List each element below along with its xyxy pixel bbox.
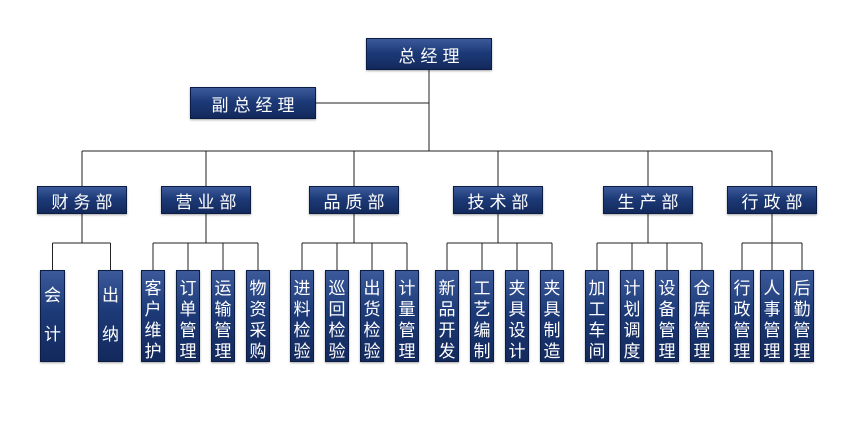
node-deputy-general-manager: 副总经理 [190,87,316,119]
unit-label: 夹具设计 [508,279,526,362]
unit-label: 出货检验 [363,279,381,362]
unit-label: 会计 [44,286,61,345]
unit-node: 行政管理 [730,270,754,362]
unit-node: 订单管理 [176,270,200,362]
department-node: 行政部 [727,186,817,214]
unit-node: 计量管理 [395,270,419,362]
unit-node: 计划调度 [620,270,644,362]
unit-node: 运输管理 [211,270,235,362]
unit-label: 客户维护 [144,279,162,362]
department-node: 生产部 [603,186,693,214]
unit-node: 夹具设计 [505,270,529,362]
unit-node: 设备管理 [655,270,679,362]
unit-label: 计划调度 [623,279,641,362]
unit-label: 进料检验 [293,279,311,362]
node-general-manager-label: 总经理 [398,46,465,67]
unit-node: 新品开发 [435,270,459,362]
department-node: 品质部 [309,186,399,214]
unit-node: 客户维护 [141,270,165,362]
unit-label: 工艺编制 [473,279,491,362]
unit-node: 人事管理 [760,270,784,362]
node-deputy-general-manager-label: 副总经理 [211,95,300,116]
department-label: 技术部 [467,192,534,213]
department-label: 品质部 [323,192,390,213]
unit-node: 巡回检验 [325,270,349,362]
unit-label: 加工车间 [588,279,606,362]
department-label: 行政部 [741,192,808,213]
unit-label: 物资采购 [249,279,267,362]
unit-node: 后勤管理 [790,270,814,362]
unit-label: 仓库管理 [693,279,711,362]
department-node: 财务部 [37,186,127,214]
department-label: 生产部 [617,192,684,213]
unit-label: 行政管理 [733,279,751,362]
unit-label: 新品开发 [438,279,456,362]
unit-node: 仓库管理 [690,270,714,362]
unit-node: 进料检验 [290,270,314,362]
unit-label: 计量管理 [398,279,416,362]
unit-node: 会计 [40,270,65,362]
unit-label: 后勤管理 [793,279,811,362]
unit-label: 夹具制造 [543,279,561,362]
department-node: 营业部 [161,186,251,214]
unit-node: 夹具制造 [540,270,564,362]
unit-node: 出货检验 [360,270,384,362]
unit-label: 订单管理 [179,279,197,362]
department-node: 技术部 [453,186,543,214]
unit-label: 运输管理 [214,279,232,362]
node-general-manager: 总经理 [366,38,492,70]
unit-label: 出纳 [102,286,119,345]
unit-label: 人事管理 [763,279,781,362]
unit-node: 工艺编制 [470,270,494,362]
department-label: 财务部 [51,192,118,213]
unit-label: 巡回检验 [328,279,346,362]
unit-node: 加工车间 [585,270,609,362]
unit-label: 设备管理 [658,279,676,362]
unit-node: 出纳 [98,270,123,362]
department-label: 营业部 [175,192,242,213]
unit-node: 物资采购 [246,270,270,362]
